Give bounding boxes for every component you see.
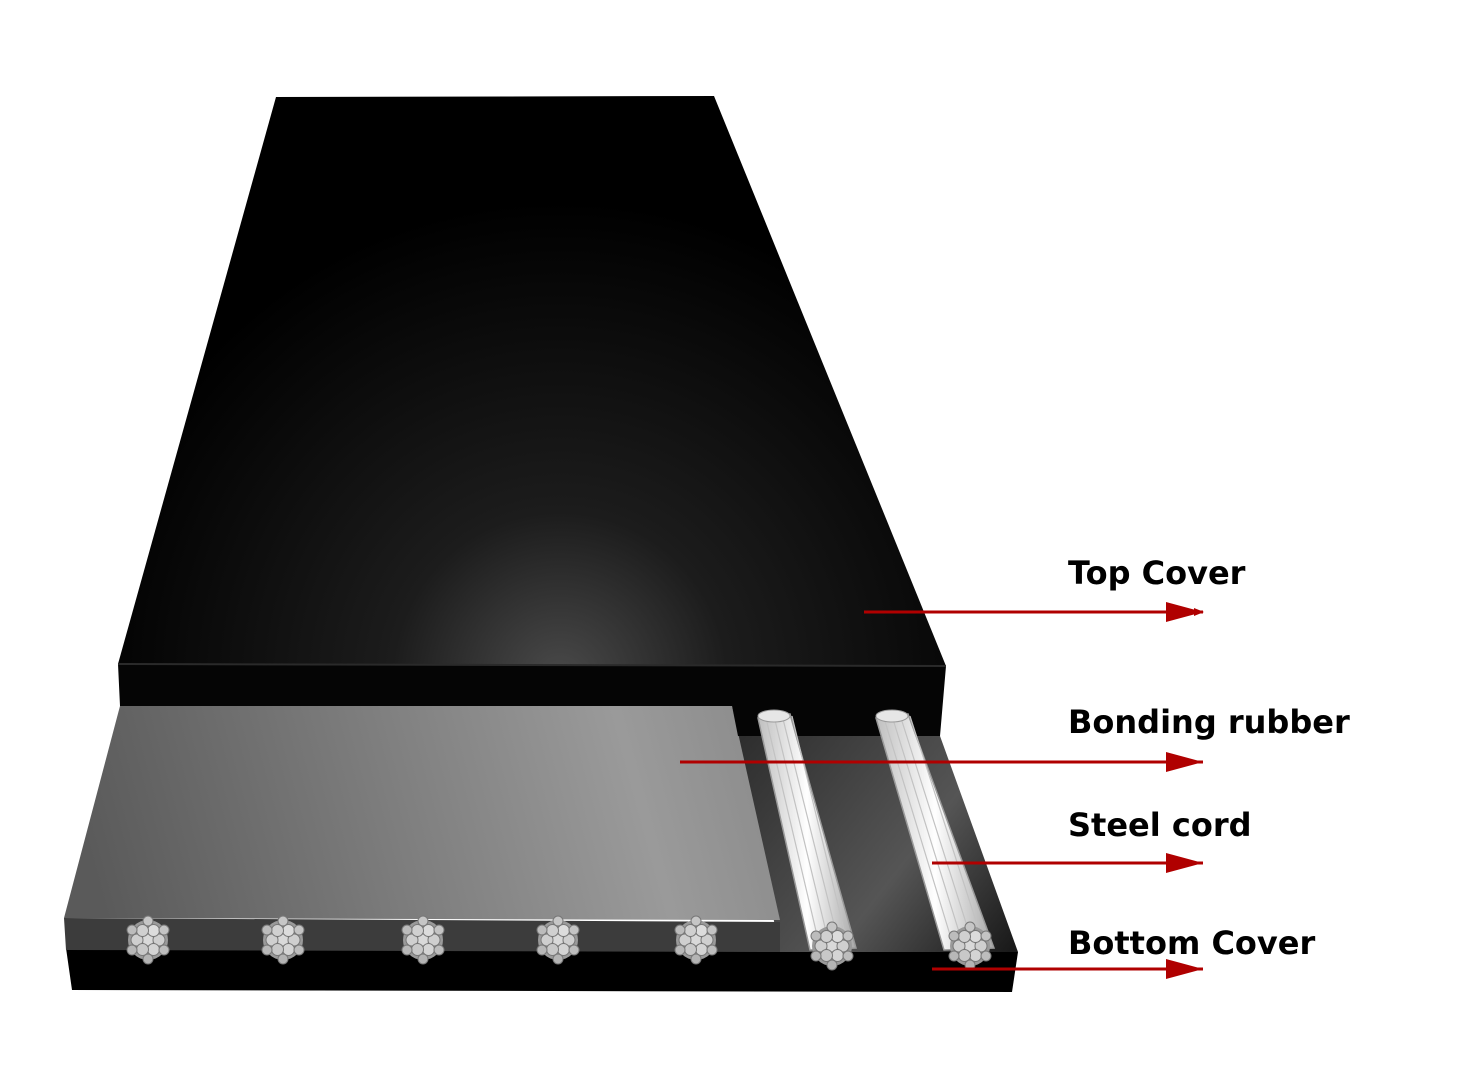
steel-cord-exposed-2 [875, 709, 996, 971]
top-cover-label: Top Cover [1068, 554, 1246, 592]
bonding-rubber-label: Bonding rubber [1068, 703, 1350, 741]
bonding-rubber-layer [64, 706, 1018, 952]
top-cover-layer [117, 96, 947, 736]
arrows [680, 602, 1204, 979]
steel-cord-exposed-1 [757, 709, 857, 971]
steel-cord-label: Steel cord [1068, 806, 1252, 844]
bottom-cover-layer [66, 948, 1018, 992]
bottom-cover-label: Bottom Cover [1068, 924, 1315, 962]
